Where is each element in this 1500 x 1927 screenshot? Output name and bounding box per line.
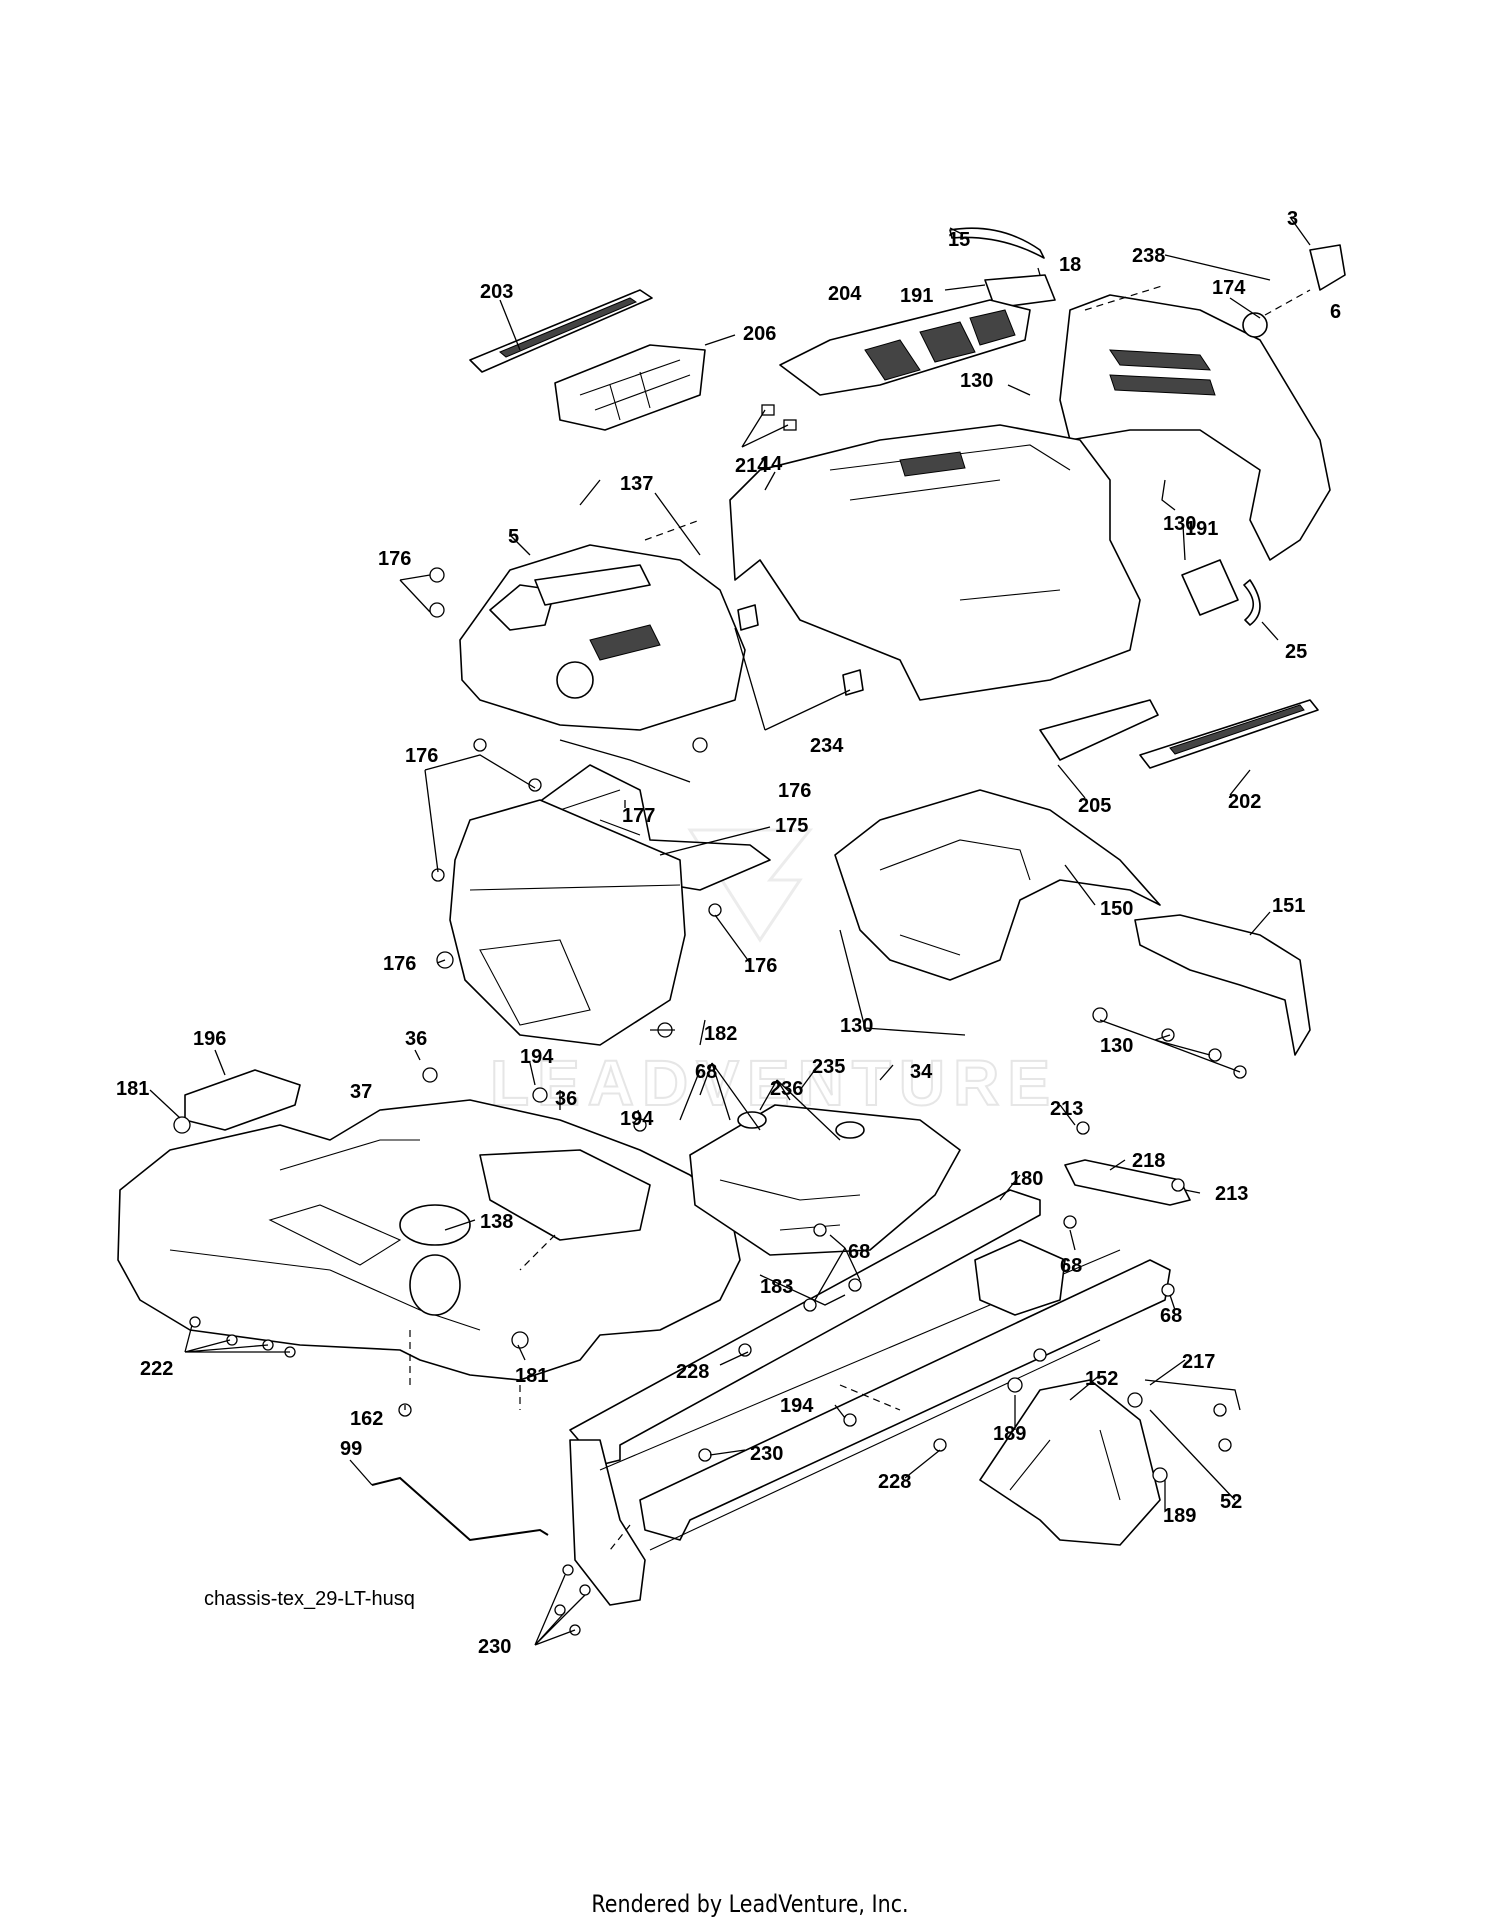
callout-180: 180: [1010, 1168, 1043, 1190]
callout-68-d: 68: [1160, 1305, 1182, 1327]
callout-230: 230: [750, 1443, 783, 1465]
callout-236: 236: [770, 1078, 803, 1100]
callout-3: 3: [1287, 208, 1298, 230]
callout-234: 234: [810, 735, 844, 757]
callout-204: 204: [828, 283, 862, 305]
callout-15: 15: [948, 229, 970, 251]
callout-162: 162: [350, 1408, 383, 1430]
callout-99: 99: [340, 1438, 362, 1460]
callout-194-b: 194: [620, 1108, 654, 1130]
part-151-bracket: [1092, 914, 1311, 1079]
callout-191: 191: [900, 285, 933, 307]
callout-37: 37: [350, 1081, 372, 1103]
callout-130-b: 130: [1163, 513, 1196, 535]
callout-189-b: 189: [1163, 1505, 1196, 1527]
render-credit: Rendered by LeadVenture, Inc.: [591, 1890, 909, 1918]
part-34-seat-plate: [689, 1104, 961, 1256]
part-180-frame: [569, 1189, 1171, 1606]
part-191-piece: [1181, 559, 1239, 616]
callout-68: 68: [695, 1061, 717, 1083]
callout-25: 25: [1285, 641, 1307, 663]
part-214-clips: [761, 404, 797, 431]
callout-238: 238: [1132, 245, 1165, 267]
part-217-rod: [1144, 1379, 1241, 1411]
callout-213: 213: [1050, 1098, 1083, 1120]
part-150-fender: [834, 789, 1161, 981]
callout-150: 150: [1100, 898, 1133, 920]
callout-176: 176: [378, 548, 411, 570]
callout-130: 130: [960, 370, 993, 392]
diagram-caption: chassis-tex_29-LT-husq: [204, 1588, 415, 1610]
callout-labels: 3 238 6 174 15 18 204 191 203 206 130 21…: [116, 208, 1341, 1658]
callout-176-b: 176: [778, 780, 811, 802]
callout-202: 202: [1228, 791, 1261, 813]
callout-177: 177: [622, 805, 655, 827]
assembly-lines: [409, 284, 1311, 1551]
callout-130-c: 130: [840, 1015, 873, 1037]
callout-18: 18: [1059, 254, 1081, 276]
callout-182: 182: [704, 1023, 737, 1045]
leader-lines: [149, 216, 1311, 1646]
callout-205: 205: [1078, 795, 1111, 817]
part-14-hood: [729, 424, 1141, 701]
callout-68-c: 68: [1060, 1255, 1082, 1277]
callout-218: 218: [1132, 1150, 1165, 1172]
part-182-lower-dash: [449, 799, 686, 1046]
part-99-rod: [371, 1476, 549, 1542]
part-5-dash-console: [459, 544, 746, 731]
part-25: [1243, 579, 1261, 626]
callout-36-b: 36: [555, 1088, 577, 1110]
callout-213-b: 213: [1215, 1183, 1248, 1205]
callout-176-c: 176: [405, 745, 438, 767]
part-15: [949, 227, 1045, 259]
callout-222: 222: [140, 1358, 173, 1380]
callout-68-b: 68: [848, 1241, 870, 1263]
callout-203: 203: [480, 281, 513, 303]
part-196-emblem: [184, 1069, 301, 1131]
part-37-body: [117, 1099, 741, 1381]
callout-191-b: 191: [1185, 518, 1218, 540]
callout-181-b: 181: [515, 1365, 548, 1387]
part-234-pads: [737, 604, 864, 696]
part-203-grille: [469, 289, 653, 373]
callout-228-b: 228: [878, 1471, 911, 1493]
callout-130-d: 130: [1100, 1035, 1133, 1057]
callout-36: 36: [405, 1028, 427, 1050]
callout-189: 189: [993, 1423, 1026, 1445]
callout-230-b: 230: [478, 1636, 511, 1658]
callout-14: 14: [760, 453, 783, 475]
callout-183: 183: [760, 1276, 793, 1298]
callout-194: 194: [520, 1046, 554, 1068]
callout-151: 151: [1272, 895, 1305, 917]
callout-174: 174: [1212, 277, 1246, 299]
callout-196: 196: [193, 1028, 226, 1050]
callout-34: 34: [910, 1061, 933, 1083]
part-205-202-strips: [1039, 699, 1319, 769]
callout-6: 6: [1330, 301, 1341, 323]
part-204-vent-cover: [779, 299, 1031, 396]
callout-175: 175: [775, 815, 808, 837]
part-206-duct: [554, 344, 706, 431]
part-3-emblem: [1309, 244, 1346, 291]
callout-176-d: 176: [383, 953, 416, 975]
callout-206: 206: [743, 323, 776, 345]
callout-137: 137: [620, 473, 653, 495]
callout-214: 214: [735, 455, 769, 477]
callout-228: 228: [676, 1361, 709, 1383]
callout-235: 235: [812, 1056, 845, 1078]
callout-176-e: 176: [744, 955, 777, 977]
callout-152: 152: [1085, 1368, 1118, 1390]
callout-52: 52: [1220, 1491, 1242, 1513]
part-218-plate: [1064, 1159, 1191, 1206]
part-18: [984, 274, 1056, 309]
callout-217: 217: [1182, 1351, 1215, 1373]
callout-181: 181: [116, 1078, 149, 1100]
callout-5: 5: [508, 526, 519, 548]
callout-138: 138: [480, 1211, 513, 1233]
part-238-front-grille: [1059, 294, 1331, 561]
fasteners: [173, 567, 1232, 1636]
callout-194-c: 194: [780, 1395, 814, 1417]
part-152-skid-plate: [979, 1379, 1161, 1546]
